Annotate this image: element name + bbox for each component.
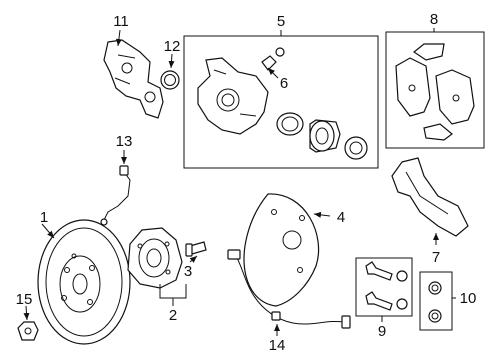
hub-bearing-part xyxy=(127,227,183,289)
callout-11: 11 xyxy=(113,13,129,30)
callout-4: 4 xyxy=(337,209,345,226)
piston-part xyxy=(309,119,341,153)
brake-pad-right-part xyxy=(435,69,475,125)
callout-2: 2 xyxy=(169,307,177,324)
callout-13: 13 xyxy=(116,133,133,150)
pad-clips-part xyxy=(412,43,453,141)
nuts-part xyxy=(428,281,442,323)
lug-nut-part xyxy=(17,321,39,341)
callout-8: 8 xyxy=(430,11,438,28)
bolts-box xyxy=(355,257,413,317)
callout-7: 7 xyxy=(432,249,440,266)
splash-shield-part xyxy=(243,193,320,307)
brake-pad-left-part xyxy=(395,57,431,117)
callout-9: 9 xyxy=(378,323,386,340)
leader-lines xyxy=(23,28,456,336)
callout-6: 6 xyxy=(280,75,288,92)
abs-sensor-part xyxy=(227,249,351,329)
callout-10: 10 xyxy=(460,290,477,307)
nuts-box xyxy=(419,271,453,331)
knuckle-part xyxy=(103,39,164,119)
callout-15: 15 xyxy=(16,291,33,308)
callout-14: 14 xyxy=(269,337,286,354)
callout-3: 3 xyxy=(184,263,192,280)
caliper-body-part xyxy=(197,57,269,135)
brake-hose-part xyxy=(100,165,131,226)
caliper-bracket-part xyxy=(391,157,469,237)
brake-pads-box xyxy=(385,31,485,149)
seal-ring-part xyxy=(160,70,180,90)
rotor-part xyxy=(37,219,131,345)
piston-seal-part xyxy=(276,112,304,136)
dust-boot-part xyxy=(344,136,368,160)
callout-5: 5 xyxy=(277,13,285,30)
bolts-part xyxy=(365,261,408,311)
callout-12: 12 xyxy=(164,38,181,55)
callout-labels: 1 2 3 4 5 6 7 8 9 10 11 12 13 14 15 xyxy=(16,11,477,354)
wheel-stud-part xyxy=(185,241,207,257)
bleeder-screw-part xyxy=(261,47,285,71)
callout-1: 1 xyxy=(40,209,48,226)
